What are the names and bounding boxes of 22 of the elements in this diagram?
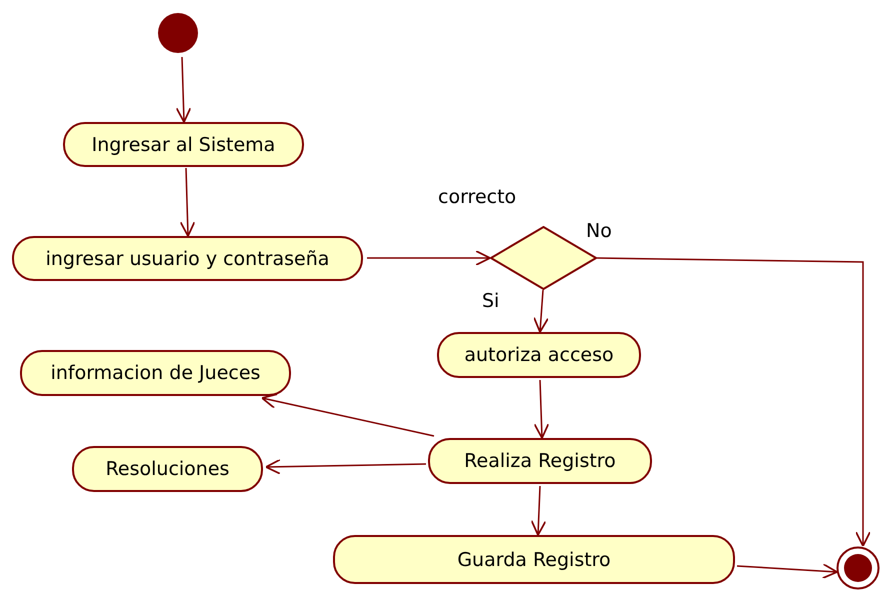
control-flow-arrow	[534, 380, 550, 439]
final-node	[836, 546, 880, 590]
action-node: Ingresar al Sistema	[63, 122, 304, 167]
action-node: Resoluciones	[72, 446, 263, 492]
control-flow-arrow	[176, 56, 192, 123]
control-flow-arrow	[367, 250, 491, 266]
control-flow-arrow	[530, 486, 546, 536]
guard-label: correcto	[438, 186, 516, 208]
control-flow-arrow	[596, 257, 871, 547]
action-node: Realiza Registro	[428, 438, 652, 484]
action-node: autoriza acceso	[437, 332, 641, 378]
control-flow-arrow	[261, 393, 434, 437]
control-flow-arrow	[180, 168, 196, 237]
initial-node	[158, 13, 198, 53]
action-node: Guarda Registro	[333, 535, 735, 584]
control-flow-arrow	[265, 458, 426, 475]
action-node: informacion de Jueces	[20, 350, 291, 396]
action-node: ingresar usuario y contraseña	[12, 236, 363, 281]
control-flow-arrow	[736, 563, 838, 580]
edge-label: No	[586, 220, 612, 242]
control-flow-arrow	[533, 290, 549, 333]
edge-label: Si	[482, 290, 500, 312]
